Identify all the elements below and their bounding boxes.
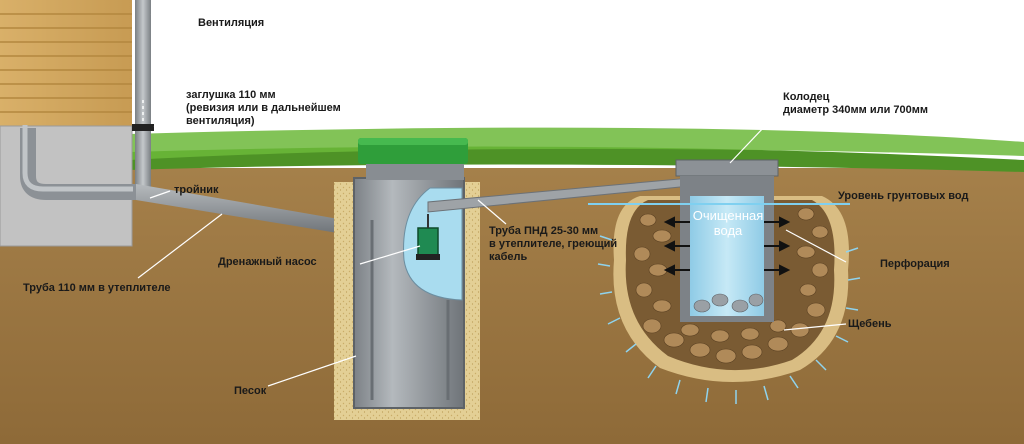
drain-pump — [417, 227, 439, 259]
label-pnd-pipe: Труба ПНД 25-30 мм в утеплителе, греющий… — [489, 225, 618, 263]
soil — [0, 168, 1024, 444]
perforation-arrows — [663, 216, 791, 276]
leader-lines — [137, 13, 847, 387]
label-groundwater: Уровень грунтовых вод — [838, 190, 969, 202]
label-well: Колодец диаметр 340мм или 700мм — [783, 91, 929, 116]
label-tee: тройник — [174, 184, 219, 196]
label-purified-water: Очищенная вода — [692, 208, 764, 238]
well — [675, 159, 779, 322]
seepage-arrows — [597, 235, 861, 404]
label-ventilation: Вентиляция — [198, 17, 265, 29]
house — [0, 0, 133, 247]
label-gravel: Щебень — [848, 318, 892, 330]
label-sand: Песок — [234, 385, 267, 397]
ventilation-pipe — [135, 0, 151, 196]
grass — [130, 127, 1024, 172]
label-drain-pump: Дренажный насос — [218, 256, 317, 268]
label-perforation: Перфорация — [880, 258, 950, 270]
label-plug: заглушка 110 мм (ревизия или в дальнейше… — [186, 89, 341, 127]
label-pipe-110: Труба 110 мм в утеплителе — [23, 282, 171, 294]
plug-clamp — [132, 124, 154, 131]
pipe-110mm — [136, 184, 356, 236]
